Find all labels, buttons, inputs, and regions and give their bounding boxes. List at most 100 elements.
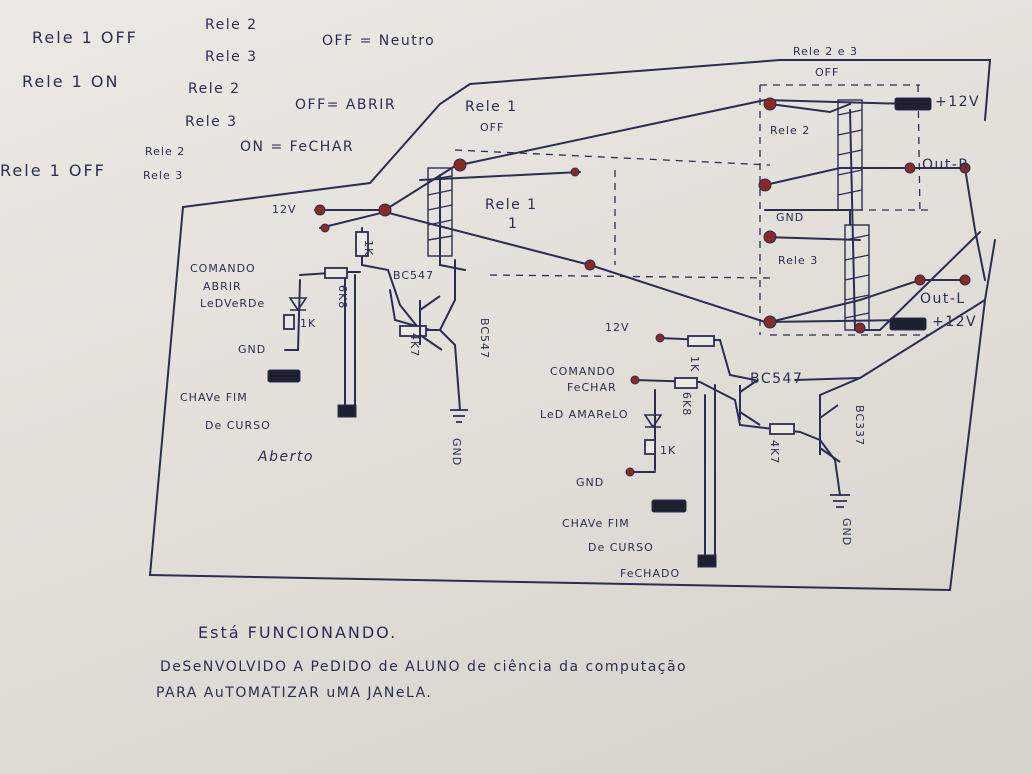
left-comando-label: COMANDO: [190, 262, 256, 275]
contact-12v-right: [655, 333, 665, 343]
gnd-stub-left: [450, 409, 468, 423]
contact-rele2-right: [904, 162, 916, 174]
left-r1k-label: 1K: [300, 317, 317, 330]
contact-rele3-right: [914, 274, 926, 286]
left-12v-label: 12V: [272, 203, 297, 216]
contact-outr: [959, 162, 971, 174]
rele23-title: Rele 2 e 3: [793, 45, 858, 58]
plus12v-top-label: +12V: [935, 94, 981, 110]
transistor-right-bc337: [819, 404, 841, 463]
dash-rele1-top: [454, 149, 771, 166]
rele1-coil: [427, 167, 453, 257]
outer-border-right: [794, 299, 986, 381]
gnd-stub-right: [830, 494, 850, 508]
right-r1k-label: 1K: [660, 444, 677, 457]
left-chave-line2: De CURSO: [205, 419, 271, 432]
resistor-6k8-right: [674, 377, 698, 389]
rele1-state: OFF: [480, 121, 505, 134]
legend-l1-c: Rele 3: [205, 49, 258, 65]
wire-left-emitter: [439, 329, 461, 411]
rele-gnd-label: GND: [776, 211, 805, 224]
led-green-symbol: [288, 297, 308, 312]
contact-rele2-com: [758, 178, 772, 192]
contact-rele1-side: [320, 223, 330, 233]
legend-l1-b: Rele 2: [205, 17, 258, 33]
wire-rele1-nc: [454, 98, 911, 167]
contact-coil-bottom: [854, 322, 866, 334]
resistor-1k-left: [283, 314, 295, 330]
resistor-4k7-left: [399, 325, 427, 337]
wire-rele3-com: [769, 279, 966, 323]
left-transistor-label: BC547: [393, 269, 435, 282]
right-chave-line1: CHAVe FIM: [562, 517, 630, 530]
legend-l3-b: Rele 2: [145, 145, 186, 158]
out-r-label: Out-R: [922, 157, 970, 173]
right-bc337-label: BC337: [853, 405, 866, 447]
left-gnd-label: GND: [238, 343, 267, 356]
limit-switch-block-right: [651, 499, 687, 513]
description-line2: PARA AuTOMATIZAR uMA JANeLA.: [156, 685, 433, 701]
wire-rele1-mid: [419, 171, 581, 181]
legend-l3-state: ON = FeCHAR: [240, 139, 355, 155]
legend-l1-state: OFF = Neutro: [322, 33, 436, 49]
rele23-state: OFF: [815, 66, 840, 79]
right-gnd-vertical-label: GND: [840, 518, 853, 547]
left-abrir-label: ABRIR: [203, 280, 242, 293]
contact-12v-left: [314, 204, 326, 216]
left-r6k8-label: 6K8: [336, 285, 349, 310]
contact-12v-mid: [378, 203, 392, 217]
right-gnd-label: GND: [576, 476, 605, 489]
rele1-title: Rele 1: [465, 99, 518, 115]
status-note: Está FUNCIONANDO.: [198, 623, 398, 642]
wire-left-led: [297, 279, 301, 351]
right-transistor1-label: BC547: [750, 371, 804, 387]
wire-rele1-no: [589, 264, 911, 324]
out-l-label: Out-L: [920, 291, 966, 307]
contact-gnd-right: [625, 467, 635, 477]
legend-l2-b: Rele 2: [188, 81, 241, 97]
rele1-coil-number: 1: [508, 216, 519, 232]
left-gnd-vertical-label: GND: [450, 438, 463, 467]
contact-gnd-rele: [763, 230, 777, 244]
contact-outl: [959, 274, 971, 286]
right-led-label: LeD AMAReLO: [540, 408, 629, 421]
limit-switch-block-left: [267, 369, 301, 383]
transistor-right-bc547: [739, 379, 761, 426]
right-r1k-top-label: 1K: [688, 356, 701, 373]
led-yellow-symbol: [643, 414, 663, 429]
wire-out-vert: [964, 167, 986, 281]
legend-l2-c: Rele 3: [185, 114, 238, 130]
chave-terminals-left: [337, 404, 357, 418]
right-12v-label: 12V: [605, 321, 630, 334]
contact-rele2-top: [763, 97, 777, 111]
terminal-plus12-top: [894, 97, 932, 111]
wire-gnd-bottom: [764, 236, 861, 241]
resistor-1k-right: [644, 439, 656, 455]
description-line1: DeSeNVOLVIDO A PeDIDO de ALUNO de ciênci…: [160, 659, 688, 675]
right-chave-line2: De CURSO: [588, 541, 654, 554]
terminal-plus12-bottom: [889, 317, 927, 331]
legend-l1-a: Rele 1 OFF: [32, 28, 138, 47]
left-transistor-vertical-label: BC547: [478, 318, 491, 360]
transistor-left-bc547: [419, 295, 443, 351]
wire-left-r1k: [361, 227, 456, 331]
resistor-1k-left-top: [355, 231, 369, 257]
contact-rele3-com: [763, 315, 777, 329]
wire-rele2-contact: [769, 103, 851, 114]
resistor-4k7-right: [769, 423, 795, 435]
left-led-label: LeDVeRDe: [200, 297, 266, 310]
chave-terminals-right: [697, 554, 717, 568]
right-r4k7-label: 4K7: [768, 440, 781, 465]
contact-rele1-mid: [570, 167, 580, 177]
left-chave-line1: CHAVe FIM: [180, 391, 248, 404]
left-r1k-top-label: 1K: [362, 240, 375, 257]
contact-rele1-top: [453, 158, 467, 172]
resistor-1k-right-top: [687, 335, 715, 347]
outer-border: [182, 59, 992, 208]
right-r6k8-label: 6K8: [680, 392, 693, 417]
right-chave-line3: FeCHADO: [620, 567, 681, 580]
legend-l3-a: Rele 1 OFF: [0, 161, 106, 180]
rele3-label: Rele 3: [778, 254, 819, 267]
